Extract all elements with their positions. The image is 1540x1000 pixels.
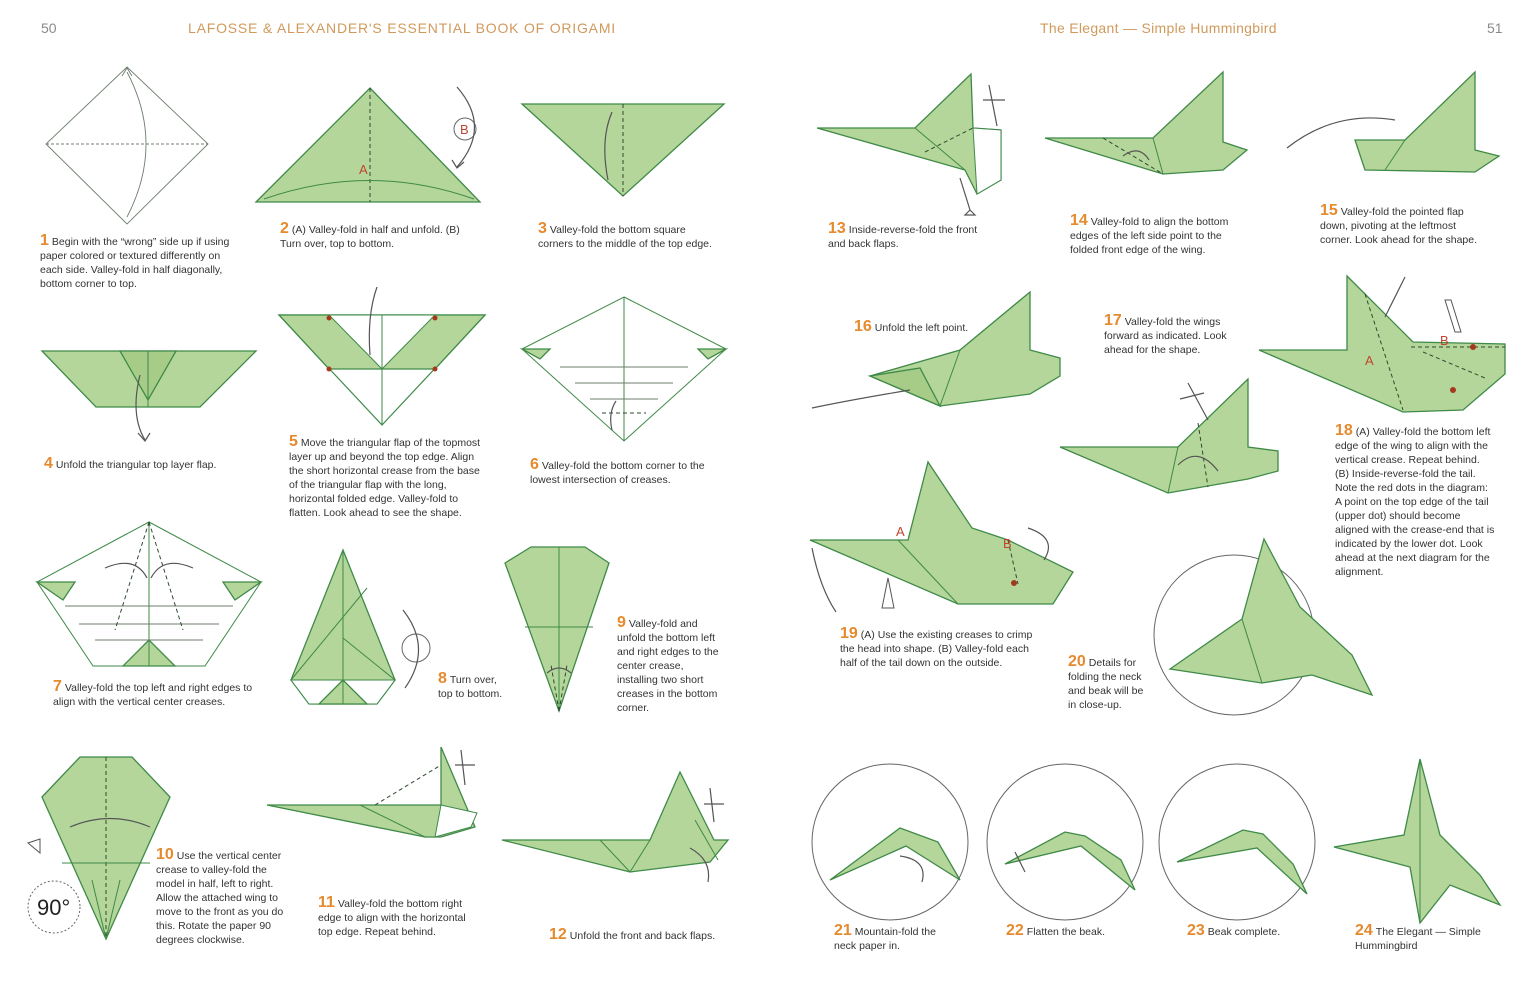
diagram-step-6 xyxy=(519,296,729,442)
diagram-step-21 xyxy=(811,763,969,921)
diagram-step-23 xyxy=(1158,763,1316,921)
diagram-step-13 xyxy=(816,72,1005,216)
diagram-step-1 xyxy=(45,66,209,225)
diagram-step-22 xyxy=(986,763,1144,921)
diagram-step-19: A B xyxy=(809,460,1074,613)
diagram-step-12 xyxy=(501,770,730,883)
diagram-step-10: 90° xyxy=(26,756,171,941)
diagram-step-3 xyxy=(520,103,726,197)
diagram-step-4 xyxy=(40,350,258,443)
diagram-step-18: A B xyxy=(1258,274,1506,413)
left-running-head: LAFOSSE & ALEXANDER'S ESSENTIAL BOOK OF … xyxy=(188,20,616,36)
diagram-step-16 xyxy=(811,290,1061,409)
step-19: 19(A) Use the existing creases to crimp … xyxy=(840,625,1033,670)
step-18: 18(A) Valley-fold the bottom left edge o… xyxy=(1335,422,1495,579)
svg-text:B: B xyxy=(460,122,469,137)
right-page-number: 51 xyxy=(1487,20,1503,36)
diagram-step-17 xyxy=(1059,377,1279,494)
diagram-step-11 xyxy=(266,746,478,838)
left-page-number: 50 xyxy=(41,20,57,36)
diagram-step-5 xyxy=(277,286,487,426)
rotation-label: 90° xyxy=(37,895,70,920)
step-2: 2(A) Valley-fold in half and unfold. (B)… xyxy=(280,220,460,251)
svg-text:A: A xyxy=(896,524,905,539)
diagram-step-20 xyxy=(1153,537,1374,716)
right-running-head: The Elegant — Simple Hummingbird xyxy=(1040,20,1277,36)
diagram-step-24 xyxy=(1333,758,1502,925)
diagram-step-14 xyxy=(1044,70,1249,175)
diagram-step-8 xyxy=(290,548,431,705)
diagram-step-2: A B xyxy=(254,86,482,203)
diagram-step-15 xyxy=(1286,70,1501,173)
diagram-step-9 xyxy=(504,546,610,713)
svg-text:A: A xyxy=(1365,353,1374,368)
svg-text:B: B xyxy=(1440,333,1449,348)
svg-text:B: B xyxy=(1003,536,1012,551)
diagram-step-7 xyxy=(34,521,264,667)
svg-text:A: A xyxy=(359,162,368,177)
